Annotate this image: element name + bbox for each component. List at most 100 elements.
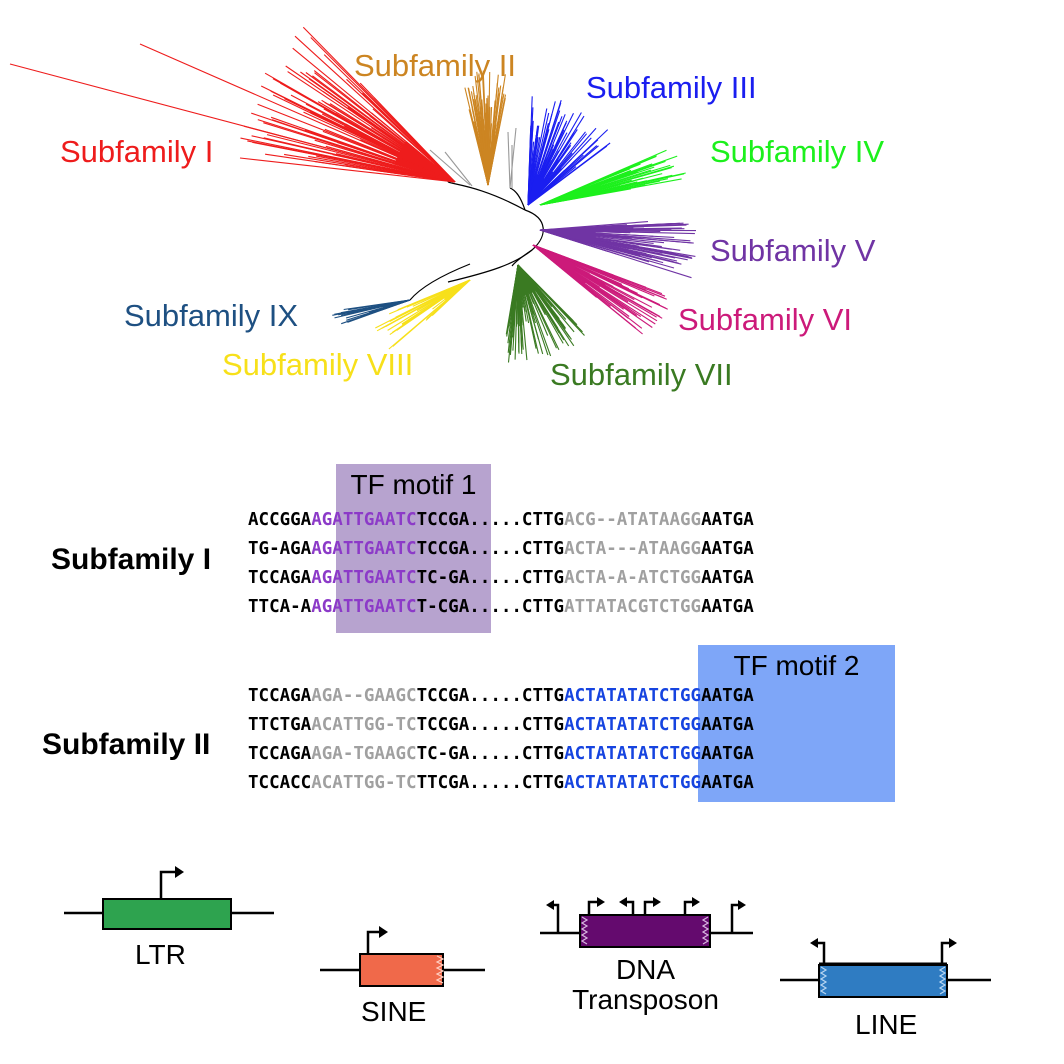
sequence-segment: TCCAGA xyxy=(248,744,312,764)
phylogenetic-tree xyxy=(9,26,697,363)
promoter-arrow-icon xyxy=(159,870,177,899)
sequence-segment: TTCTGA xyxy=(248,715,312,735)
dna-transposon-diagram xyxy=(540,897,753,948)
sequence-segment: AGATTGAATC xyxy=(311,568,417,588)
alignment-row: TCCAGAAGA-TGAAGCTC-GA.....CTTGACTATATATC… xyxy=(248,744,754,764)
sequence-segment: AATGA xyxy=(701,597,754,617)
line-element-diagram xyxy=(780,938,991,998)
sequence-segment: ACCGGA xyxy=(248,510,312,530)
sequence-segment: ACATTGG-TC xyxy=(311,715,417,735)
clade-v xyxy=(539,221,697,279)
sequence-segment: AATGA xyxy=(701,744,754,764)
sequence-segment: AGA-TGAAGC xyxy=(311,744,417,764)
alignment-row: TG-AGAAGATTGAATCTCCGA.....CTTGACTA---ATA… xyxy=(248,539,754,559)
line-body xyxy=(818,964,948,998)
clade-vi xyxy=(532,244,668,335)
sequence-segment: TCCGA.....CTTG xyxy=(416,715,565,735)
sequence-segment: TC-GA.....CTTG xyxy=(416,744,565,764)
sequence-segment: ACG--ATATAAGG xyxy=(564,510,702,530)
arrowhead-icon xyxy=(379,926,388,938)
line-label: LINE xyxy=(855,1009,918,1040)
alignment-label-subfamily-i: Subfamily I xyxy=(51,543,212,576)
sequence-segment: TCCAGA xyxy=(248,568,312,588)
dna-transposon-label-line2: Transposon xyxy=(572,984,719,1016)
alignment-row: ACCGGAAGATTGAATCTCCGA.....CTTGACG--ATATA… xyxy=(248,510,754,530)
sequence-segment: AGATTGAATC xyxy=(311,539,417,559)
dna-transposon-label-line1: DNA xyxy=(615,954,676,985)
clade-ii xyxy=(464,70,507,186)
sequence-segment: ACTATATATCTGG xyxy=(564,715,702,735)
subfamily-label-ii: Subfamily II xyxy=(354,48,516,83)
ltr-element-diagram xyxy=(64,866,274,930)
subfamily-label-vii: Subfamily VII xyxy=(550,357,733,392)
tf-motif-1-highlight xyxy=(336,464,491,633)
subfamily-label-iii: Subfamily III xyxy=(586,70,757,105)
sequence-segment: AGATTGAATC xyxy=(311,510,417,530)
tf-motif-2-label: TF motif 2 xyxy=(733,650,860,681)
sequence-segment: T-CGA.....CTTG xyxy=(416,597,565,617)
clade-i xyxy=(9,26,456,183)
sequence-segment: AATGA xyxy=(701,773,754,793)
arrowhead-icon xyxy=(949,938,957,948)
clade-iii xyxy=(527,96,611,206)
sequence-segment: TTCA-A xyxy=(248,597,312,617)
tf-motif-1-label: TF motif 1 xyxy=(350,469,477,500)
sequence-segment: ACATTGG-TC xyxy=(311,773,417,793)
clade-ix xyxy=(332,299,411,325)
sequence-segment: AATGA xyxy=(701,539,754,559)
sequence-segment: ACTATATATCTGG xyxy=(564,744,702,764)
clade-unassigned xyxy=(429,127,517,189)
sequence-segment: TCCGA.....CTTG xyxy=(416,686,565,706)
arrowhead-icon xyxy=(546,900,554,910)
arrowhead-icon xyxy=(810,938,818,948)
sequence-segment: AATGA xyxy=(701,510,754,530)
subfamily-label-iv: Subfamily IV xyxy=(710,134,885,169)
arrowhead-icon xyxy=(653,897,661,907)
subfamily-label-viii: Subfamily VIII xyxy=(222,347,414,382)
sequence-segment: ATTATACGTCTGG xyxy=(564,597,702,617)
subfamily-label-i: Subfamily I xyxy=(60,134,214,169)
sine-body xyxy=(359,953,444,987)
sequence-segment: TCCACC xyxy=(248,773,312,793)
sequence-segment: AATGA xyxy=(701,568,754,588)
sequence-segment: TCCGA.....CTTG xyxy=(416,539,565,559)
alignment-label-subfamily-ii: Subfamily II xyxy=(42,728,211,761)
sequence-segment: AGATTGAATC xyxy=(311,597,417,617)
dna-transposon-label: DNA Transposon xyxy=(558,954,733,1016)
promoter-arrow-icon xyxy=(366,930,381,954)
sequence-segment: TG-AGA xyxy=(248,539,312,559)
ltr-label: LTR xyxy=(135,939,186,970)
sine-element-diagram xyxy=(320,926,485,987)
subfamily-label-ix: Subfamily IX xyxy=(124,298,299,333)
tf-motif-2-highlight xyxy=(698,645,895,802)
sequence-segment: AGA--GAAGC xyxy=(311,686,417,706)
sequence-segment: ACTA-A-ATCTGG xyxy=(564,568,702,588)
sequence-segment: ACTATATATCTGG xyxy=(564,773,702,793)
clade-iv xyxy=(539,149,686,206)
arrowhead-icon xyxy=(738,900,746,910)
arrowhead-icon xyxy=(597,897,605,907)
sine-label: SINE xyxy=(361,996,427,1027)
arrowhead-icon xyxy=(692,897,700,907)
alignment-row: TCCACCACATTGG-TCTTCGA.....CTTGACTATATATC… xyxy=(248,773,754,793)
sequence-segment: TCCGA.....CTTG xyxy=(416,510,565,530)
sequence-segment: ACTA---ATAAGG xyxy=(564,539,702,559)
sequence-segment: AATGA xyxy=(701,715,754,735)
clade-vii xyxy=(505,264,585,363)
sequence-segment: AATGA xyxy=(701,686,754,706)
alignment-row: TCCAGAAGATTGAATCTC-GA.....CTTGACTA-A-ATC… xyxy=(248,568,754,588)
sequence-segment: TTCGA.....CTTG xyxy=(416,773,565,793)
alignment-row: TTCA-AAGATTGAATCT-CGA.....CTTGATTATACGTC… xyxy=(248,597,754,617)
alignment-row: TCCAGAAGA--GAAGCTCCGA.....CTTGACTATATATC… xyxy=(248,686,754,706)
dna-transposon-body xyxy=(579,914,711,948)
clade-viii xyxy=(375,279,471,350)
tree-clades xyxy=(9,26,697,363)
sequence-segment: ACTATATATCTGG xyxy=(564,686,702,706)
ltr-body xyxy=(102,898,232,930)
sequence-segment: TC-GA.....CTTG xyxy=(416,568,565,588)
subfamily-label-vi: Subfamily VI xyxy=(678,302,853,337)
alignment-row: TTCTGAACATTGG-TCTCCGA.....CTTGACTATATATC… xyxy=(248,715,754,735)
arrowhead-icon xyxy=(619,897,627,907)
sequence-segment: TCCAGA xyxy=(248,686,312,706)
arrowhead-icon xyxy=(175,866,184,878)
